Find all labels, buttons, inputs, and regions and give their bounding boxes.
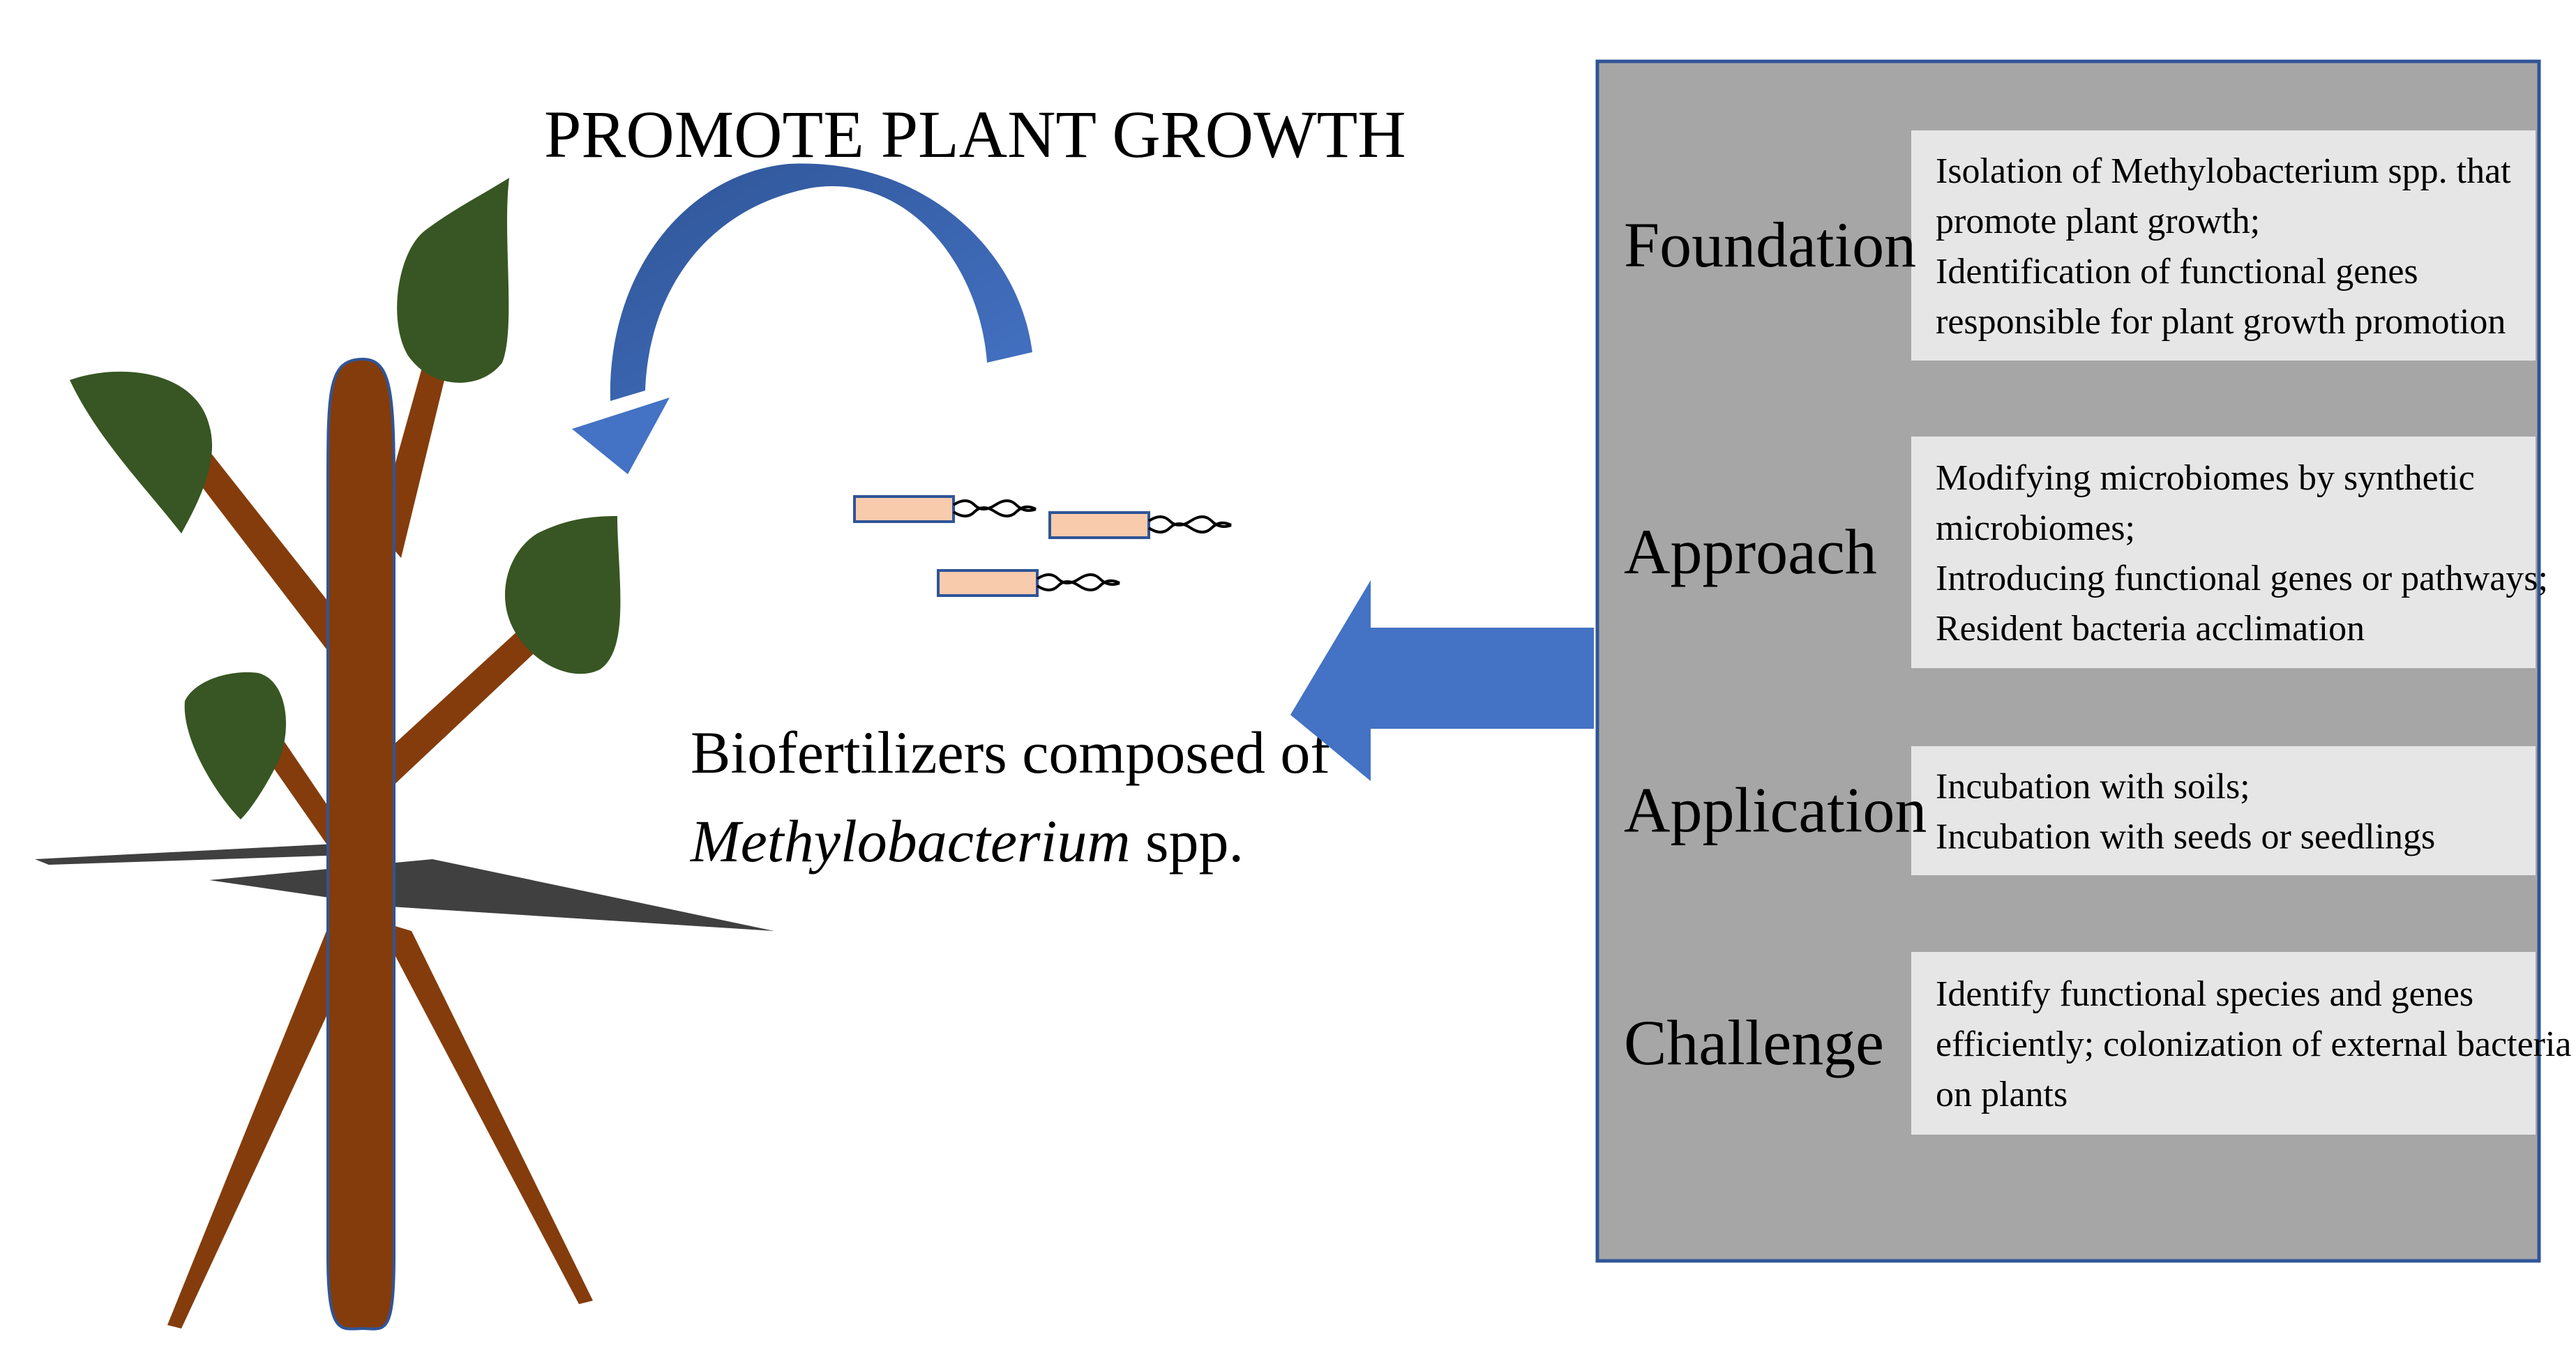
branch: [171, 429, 349, 656]
root: [167, 928, 363, 1329]
biofertilizer-caption: Biofertilizers composed of Methylobacter…: [689, 719, 1346, 875]
summary-row-line: on plants: [1936, 1075, 2067, 1114]
leaf: [397, 178, 509, 383]
bacterium-flagellum: [952, 499, 1037, 512]
ground-line: [209, 859, 774, 931]
biofertilizer-line1: Biofertilizers composed of: [691, 719, 1330, 786]
leaf: [504, 516, 621, 674]
summary-row-line: Identification of functional genes: [1936, 252, 2418, 292]
summary-row-line: Introducing functional genes or pathways…: [1936, 559, 2548, 598]
bacterium-flagellum: [1147, 521, 1232, 534]
bacterium-flagellum: [1036, 579, 1120, 591]
root: [377, 921, 593, 1304]
summary-row-description: Modifying microbiomes by synthetic microb…: [1936, 458, 2548, 649]
summary-row-challenge: Challenge Identify functional species and…: [1624, 952, 2572, 1135]
leaf: [70, 371, 213, 534]
biofertilizer-line2: Methylobacterium spp.: [689, 808, 1244, 875]
curved-arrow-head: [572, 398, 670, 474]
summary-row-label: Foundation: [1624, 209, 1916, 280]
summary-row-box: [1911, 130, 2536, 361]
curved-arrow-icon: [572, 163, 1032, 474]
bacterium-flagellum: [1036, 573, 1120, 586]
bacterium-body: [937, 569, 1039, 597]
summary-row-line: Modifying microbiomes by synthetic: [1936, 458, 2475, 498]
summary-row-description: Incubation with soils; Incubation with se…: [1936, 767, 2435, 857]
summary-row-line: responsible for plant growth promotion: [1936, 302, 2506, 342]
summary-row-label: Challenge: [1624, 1007, 1884, 1078]
ground-line: [35, 844, 370, 865]
summary-row-line: Incubation with seeds or seedlings: [1936, 817, 2435, 857]
summary-row-label: Application: [1624, 775, 1927, 846]
bacterium-flagellum: [952, 505, 1037, 517]
summary-row-box: [1911, 746, 2536, 875]
bacterium-icon: [853, 495, 1037, 523]
biofertilizer-genus: Methylobacterium: [689, 808, 1130, 875]
bacteria-cluster: [853, 495, 1232, 597]
bacterium-body: [1048, 511, 1150, 539]
plant-illustration: [35, 178, 774, 1331]
bacterium-icon: [1048, 511, 1232, 539]
trunk: [326, 357, 396, 1331]
summary-row-box: [1911, 952, 2536, 1135]
summary-row-line: Resident bacteria acclimation: [1936, 609, 2365, 649]
bacterium-body: [853, 495, 955, 523]
big-left-arrow-icon: [1290, 580, 1594, 781]
biofertilizer-suffix: spp.: [1130, 808, 1243, 875]
leaf: [184, 672, 286, 819]
summary-row-label: Approach: [1624, 516, 1877, 587]
summary-row-line: Identify functional species and genes: [1936, 974, 2473, 1014]
summary-row-box: [1911, 437, 2536, 668]
bacterium-flagellum: [1147, 515, 1232, 528]
summary-panel-rows: Foundation Isolation of Methylobacterium …: [1624, 130, 2572, 1135]
summary-panel: Foundation Isolation of Methylobacterium …: [1595, 59, 2572, 1263]
summary-row-foundation: Foundation Isolation of Methylobacterium …: [1624, 130, 2536, 361]
summary-row-line: Isolation of Methylobacterium spp. that: [1936, 151, 2511, 191]
bacterium-icon: [937, 569, 1120, 597]
branch: [377, 607, 565, 788]
curved-arrow-body: [610, 163, 1032, 401]
summary-row-line: efficiently; colonization of external ba…: [1936, 1024, 2572, 1064]
summary-row-line: microbiomes;: [1936, 508, 2135, 548]
summary-row-line: Incubation with soils;: [1936, 767, 2250, 807]
promote-plant-growth-label: PROMOTE PLANT GROWTH: [544, 97, 1406, 172]
summary-row-line: promote plant growth;: [1936, 202, 2260, 241]
summary-row-description: Isolation of Methylobacterium spp. that p…: [1936, 151, 2511, 342]
summary-row-description: Identify functional species and genes eff…: [1936, 974, 2572, 1114]
summary-row-approach: Approach Modifying microbiomes by synthet…: [1624, 437, 2548, 668]
